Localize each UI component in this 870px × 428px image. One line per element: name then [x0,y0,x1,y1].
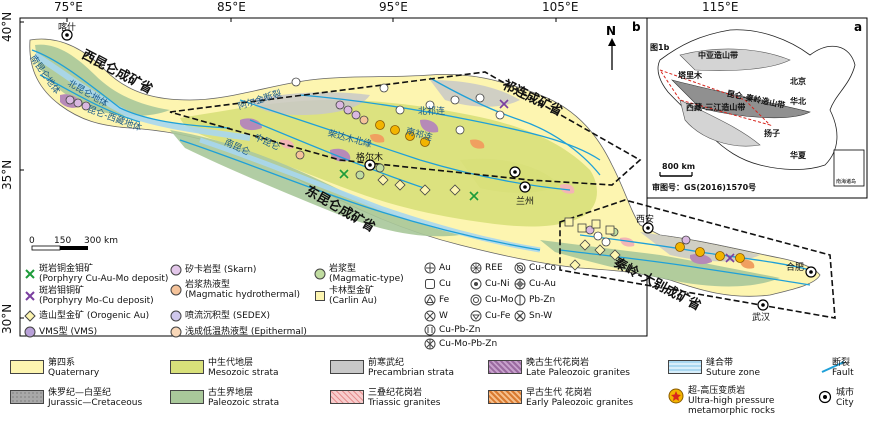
legend-cu-fe: Cu-Fe [470,310,510,322]
legend-fe: Fe [424,294,449,306]
swatch-quaternary [10,360,44,374]
w-icon [424,310,436,322]
legend-magmatic-hydrothermal: 岩浆热液型 (Magmatic hydrothermal) [170,280,300,300]
panel-label-b: b [632,20,641,34]
magmatic-hydro-icon [170,284,182,296]
legend-elements: Au Cu Fe W Cu-Pb-Zn Cu-Mo-Pb-Zn REE Cu-N… [424,262,574,352]
lon-tick-95: 95°E [379,0,408,14]
legend-cu-co: Cu-Co [514,262,556,274]
ree-icon [470,262,482,274]
legend-magmatic-type: 岩浆型 (Magmatic-type) [314,264,404,284]
swatch-mesozoic [170,360,204,374]
legend-skarn: 矽卡岩型 (Skarn) [170,264,256,276]
city-hefei: 合肥 [786,263,805,273]
legend-porphyry-cu-au-mo: 斑岩铜金钼矿 (Porphyry Cu-Au-Mo deposit) [24,264,168,284]
lon-tick-75: 75°E [54,0,83,14]
hammer-green-icon [25,269,35,279]
fault-icon [821,361,845,373]
fe-icon [424,294,436,306]
inset-tibet-sanjiang: 西藏-三江造山带 [686,103,746,112]
city-lanzhou: 兰州 [516,197,535,207]
legend-porphyry-mo-cu: 斑岩钼铜矿 (Porphyry Mo-Cu deposit) [24,286,154,306]
city-kashgar: 喀什 [58,23,77,33]
cu-fe-icon [470,310,482,322]
city-icon [818,390,832,404]
cu-co-icon [514,262,526,274]
inset-scale: 800 km [662,162,696,171]
swatch-precambrian [330,360,364,374]
legend-cu-mo-pb-zn: Cu-Mo-Pb-Zn [424,338,497,350]
legend-cu: Cu [424,278,451,290]
legend-cu-au: Cu-Au [514,278,556,290]
legend-vms: VMS型 (VMS) [24,326,97,338]
epithermal-icon [170,326,182,338]
legend-orogenic-au: 造山型金矿 (Orogenic Au) [24,310,149,322]
cu-ni-icon [470,278,482,290]
uhp-metamorphic-icon [668,388,684,404]
lat-tick-40: 40°N [0,11,14,42]
cu-mo-pb-zn-icon [424,338,436,350]
inset-beijing: 北京 [790,77,806,86]
swatch-jurassic-cretaceous [10,390,44,404]
inset-review-no: 审图号：GS(2016)1570号 [652,183,757,192]
legend-ree: REE [470,262,503,274]
lon-tick-115: 115°E [702,0,739,14]
legend-cu-mo: Cu-Mo [470,294,514,306]
swatch-triassic-granite [330,390,364,404]
inset-yangtze: 扬子 [764,129,780,138]
scale-150: 150 [54,236,72,246]
legend-sedex: 喷流沉积型 (SEDEX) [170,310,270,322]
legend-pb-zn: Pb-Zn [514,294,555,306]
legend-cu-pb-zn: Cu-Pb-Zn [424,324,481,336]
au-icon [424,262,436,274]
cu-au-icon [514,278,526,290]
inset-north-china: 华北 [790,97,806,106]
magmatic-icon [314,268,326,280]
north-arrow-label: N [606,24,617,38]
city-wuhan: 武汉 [752,313,771,323]
city-xian: 西安 [636,215,655,225]
lat-tick-30: 30°N [0,303,14,334]
legend-w: W [424,310,448,322]
legend-au: Au [424,262,451,274]
vms-icon [24,326,36,338]
cu-pb-zn-icon [424,324,436,336]
legend-epithermal: 浅成低温热液型 (Epithermal) [170,326,307,338]
lat-tick-35: 35°N [0,159,14,190]
inset-tarim: 塔里木 [678,71,702,80]
legend-cu-ni: Cu-Ni [470,278,509,290]
swatch-paleozoic [170,390,204,404]
inset-central-asia: 中亚造山带 [698,51,738,60]
diamond-icon [24,310,36,322]
pb-zn-icon [514,294,526,306]
legend-sn-w: Sn-W [514,310,552,322]
hammer-purple-icon [25,291,35,301]
city-golmud: 格尔木 [356,153,384,163]
legend-deposits: 斑岩铜金钼矿 (Porphyry Cu-Au-Mo deposit) 斑岩钼铜矿… [24,264,524,350]
carlin-icon [315,291,325,301]
scale-0: 0 [29,236,35,246]
sedex-icon [170,310,182,322]
legend-carlin-au: 卡林型金矿 (Carlin Au) [314,286,377,306]
lon-tick-105: 105°E [542,0,579,14]
inset-south-china: 华夏 [790,151,806,160]
cu-mo-icon [470,294,482,306]
belt-north-qilian: 北祁连 [418,107,446,117]
swatch-late-paleozoic-granite [488,360,522,374]
swatch-early-paleozoic-granite [488,390,522,404]
legend-strata: 第四系 Quaternary 中生代地层 Mesozoic strata 前寒武… [0,350,870,428]
scale-300: 300 km [84,236,119,246]
swatch-suture-zone [668,360,702,374]
inset-fig-ref: 图1b [650,43,670,52]
cu-icon [425,279,435,289]
panel-label-a: a [854,20,863,34]
skarn-icon [170,264,182,276]
sn-w-icon [514,310,526,322]
lon-tick-85: 85°E [217,0,246,14]
inset-south-sea: 南海诸岛 [836,179,857,185]
